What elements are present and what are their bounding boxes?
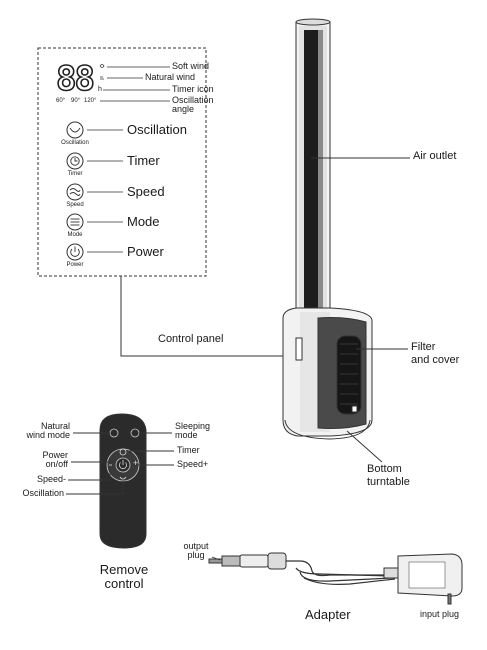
label-timer-icon: Timer icon — [172, 84, 214, 94]
label-bottom-turntable: Bottom turntable — [367, 463, 410, 488]
angle-120: 120° — [84, 98, 97, 104]
label-input-plug: input plug — [420, 609, 460, 619]
label-timer: Timer — [127, 153, 160, 168]
label-oscillation-remote: Oscillation — [22, 488, 64, 498]
label-control-panel: Control panel — [158, 333, 224, 345]
caption-oscillation: Oscillation — [61, 140, 89, 146]
label-timer-remote: Timer — [177, 445, 200, 455]
label-power: Power — [127, 244, 164, 259]
output-plug-leader — [211, 556, 221, 561]
sleeping-mode-button[interactable] — [130, 428, 140, 438]
caption-power: Power — [66, 262, 84, 268]
speed-icon — [69, 188, 81, 196]
label-power-onoff: Power on/off — [42, 450, 68, 470]
label-natural-wind: Natural wind — [145, 72, 196, 82]
panel-button-circles — [66, 121, 84, 261]
label-output-plug: output plug — [183, 541, 209, 561]
remote-power-icon — [119, 462, 127, 470]
display-digits: 88 — [55, 59, 96, 99]
label-natural-wind-mode: Natural wind mode — [26, 421, 70, 441]
label-sleeping-mode: Sleeping mode — [175, 421, 211, 441]
label-adapter: Adapter — [305, 607, 351, 622]
angle-60: 60° — [56, 98, 66, 104]
oscillation-button[interactable] — [66, 121, 84, 139]
caption-speed: Speed — [66, 202, 84, 208]
tower-fan — [282, 18, 373, 440]
label-air-outlet: Air outlet — [413, 150, 457, 162]
label-oscillation-angle: Oscillation angle — [172, 95, 214, 114]
timer-icon — [70, 156, 80, 166]
speed-button[interactable] — [66, 183, 84, 201]
adapter-art — [208, 552, 463, 605]
label-filter-cover: Filter and cover — [411, 341, 460, 366]
angle-90: 90° — [71, 98, 81, 104]
label-speed: Speed — [127, 184, 165, 199]
caption-mode: Mode — [67, 232, 83, 238]
caption-timer: Timer — [67, 171, 83, 177]
display-h-letter: h — [98, 86, 102, 93]
label-speed-minus: Speed- — [36, 474, 66, 484]
label-mode: Mode — [127, 214, 160, 229]
remote-plus-glyph: + — [133, 458, 139, 468]
remote-timer-icon — [119, 448, 127, 456]
label-oscillation: Oscillation — [127, 122, 187, 137]
display-leaders — [87, 66, 170, 253]
soft-wind-icon — [99, 64, 105, 68]
control-panel-leader — [120, 276, 298, 357]
remote-leaders — [66, 432, 174, 495]
natural-wind-mode-button[interactable] — [109, 428, 119, 438]
oscillation-icon — [69, 127, 81, 133]
fan-leaders — [311, 157, 410, 463]
label-speed-plus: Speed+ — [177, 459, 209, 469]
remote-oscillation-icon — [119, 476, 127, 480]
natural-wind-icon — [100, 76, 104, 80]
label-soft-wind: Soft wind — [172, 61, 210, 71]
power-icon — [70, 246, 80, 257]
label-remote-title: Remove control — [99, 562, 149, 591]
control-panel-outline — [37, 47, 207, 277]
mode-icon — [70, 218, 80, 226]
